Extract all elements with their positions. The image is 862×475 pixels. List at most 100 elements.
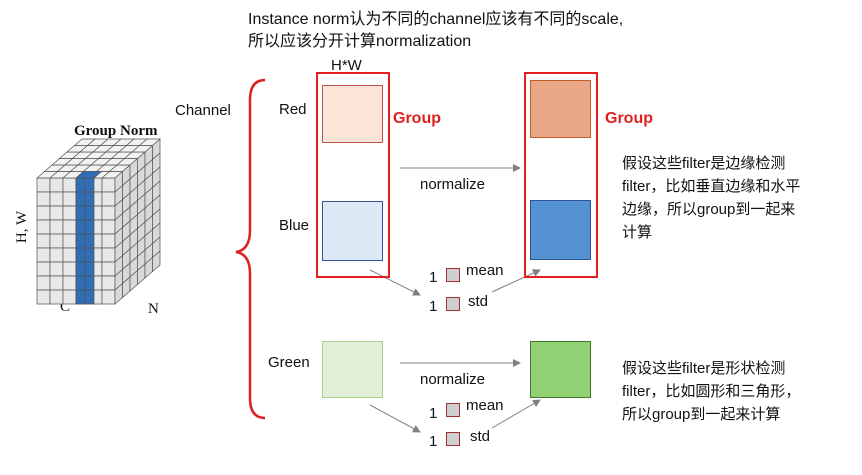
cube-side-cell: [152, 250, 161, 273]
std-label-top: std: [468, 293, 489, 310]
shape-note-line: 假设这些filter是形状检测: [622, 360, 786, 377]
red-square-before: [322, 85, 383, 143]
edge-note-line: 边缘，所以group到一起来: [622, 201, 796, 218]
std-cell-bottom: [446, 432, 460, 446]
cube-group-cell: [75, 289, 86, 305]
cube-group-cell: [75, 219, 86, 235]
cube-group-cell: [75, 177, 86, 193]
cube-front-cell: [36, 275, 51, 291]
channel-brace: [235, 78, 266, 420]
std-count-bottom: 1: [429, 433, 438, 450]
cube-group-cell: [84, 205, 95, 221]
cube-front-cell: [62, 205, 77, 221]
cube-group-cell: [84, 261, 95, 277]
stats-arrow-bottom-out: [491, 399, 541, 429]
group-box-before: [316, 72, 390, 278]
cube-front-cell: [49, 261, 64, 277]
shape-note-line: 所以group到一起来计算: [622, 406, 781, 423]
cube-front-cell: [62, 261, 77, 277]
group-box-after: [524, 72, 598, 278]
cube-front-cell: [49, 275, 64, 291]
cube-front-cell: [36, 177, 51, 193]
mean-label-bottom: mean: [466, 397, 504, 414]
stats-arrow-top-out: [491, 269, 541, 293]
cube-front-cell: [49, 289, 64, 305]
cube-front-cell: [62, 219, 77, 235]
mean-label-top: mean: [466, 262, 504, 279]
cube-front-cell: [36, 191, 51, 207]
green-square-before: [322, 341, 383, 398]
group-label-right: Group: [605, 110, 653, 127]
cube-front-cell: [36, 205, 51, 221]
blue-label: Blue: [279, 217, 310, 234]
cube-front-cell: [62, 233, 77, 249]
cube-front-cell: [101, 205, 116, 221]
cube-front-cell: [101, 261, 116, 277]
cube-group-cell: [84, 191, 95, 207]
cube-front-cell: [62, 275, 77, 291]
cube-front-cell: [101, 219, 116, 235]
green-label: Green: [268, 354, 310, 371]
std-count-top: 1: [429, 298, 438, 315]
cube-front-cell: [36, 219, 51, 235]
blue-square-after: [530, 200, 591, 260]
red-square-after: [530, 80, 591, 138]
cube-front-cell: [101, 233, 116, 249]
mean-cell-top: [446, 268, 460, 282]
cube-group-cell: [84, 289, 95, 305]
cube-group-cell: [75, 205, 86, 221]
cube-title: Group Norm: [74, 123, 158, 139]
cube-front-cell: [62, 247, 77, 263]
cube-front-cell: [62, 289, 77, 305]
cube-group-cell: [84, 177, 95, 193]
std-cell-top: [446, 297, 460, 311]
cube-group-cell: [84, 247, 95, 263]
edge-note-line: 假设这些filter是边缘检测: [622, 155, 786, 172]
normalize-label-top: normalize: [420, 176, 486, 193]
cube-front-cell: [62, 191, 77, 207]
normalize-label-bottom: normalize: [420, 371, 486, 388]
cube-front-cell: [49, 191, 64, 207]
mean-cell-bottom: [446, 403, 460, 417]
channel-label: Channel: [175, 102, 231, 119]
stats-arrow-bottom-in: [369, 404, 421, 433]
cube-group-cell: [75, 191, 86, 207]
cube-front-cell: [101, 247, 116, 263]
header-line-2: 所以应该分开计算normalization: [248, 33, 472, 50]
edge-note-line: filter，比如垂直边缘和水平: [622, 178, 801, 195]
cube-front-cell: [101, 177, 116, 193]
cube-label-n: N: [148, 301, 159, 317]
cube-front-cell: [101, 191, 116, 207]
std-label-bottom: std: [470, 428, 491, 445]
mean-count-top: 1: [429, 269, 438, 286]
cube-front-cell: [49, 219, 64, 235]
shape-note-line: filter，比如圆形和三角形，: [622, 383, 801, 400]
red-label: Red: [279, 101, 307, 118]
cube-group-cell: [84, 233, 95, 249]
mean-count-bottom: 1: [429, 405, 438, 422]
cube-front-cell: [36, 233, 51, 249]
cube-front-cell: [36, 289, 51, 305]
cube-front-cell: [36, 261, 51, 277]
cube-label-c: C: [60, 299, 71, 315]
blue-square-before: [322, 201, 383, 261]
cube-front-cell: [49, 205, 64, 221]
cube-group-cell: [75, 275, 86, 291]
cube-group-cell: [75, 233, 86, 249]
hw-label: H*W: [331, 57, 362, 74]
cube-front-cell: [49, 177, 64, 193]
cube-front-cell: [36, 247, 51, 263]
cube-group-cell: [75, 261, 86, 277]
cube-front-cell: [101, 275, 116, 291]
group-label-left: Group: [393, 110, 441, 127]
group-norm-cube: [36, 138, 161, 305]
cube-front-cell: [101, 289, 116, 305]
header-line-1: Instance norm认为不同的channel应该有不同的scale,: [248, 11, 624, 28]
cube-front-cell: [49, 233, 64, 249]
green-square-after: [530, 341, 591, 398]
cube-front-cell: [49, 247, 64, 263]
cube-group-cell: [84, 275, 95, 291]
cube-front-cell: [62, 177, 77, 193]
edge-note-line: 计算: [622, 224, 653, 241]
